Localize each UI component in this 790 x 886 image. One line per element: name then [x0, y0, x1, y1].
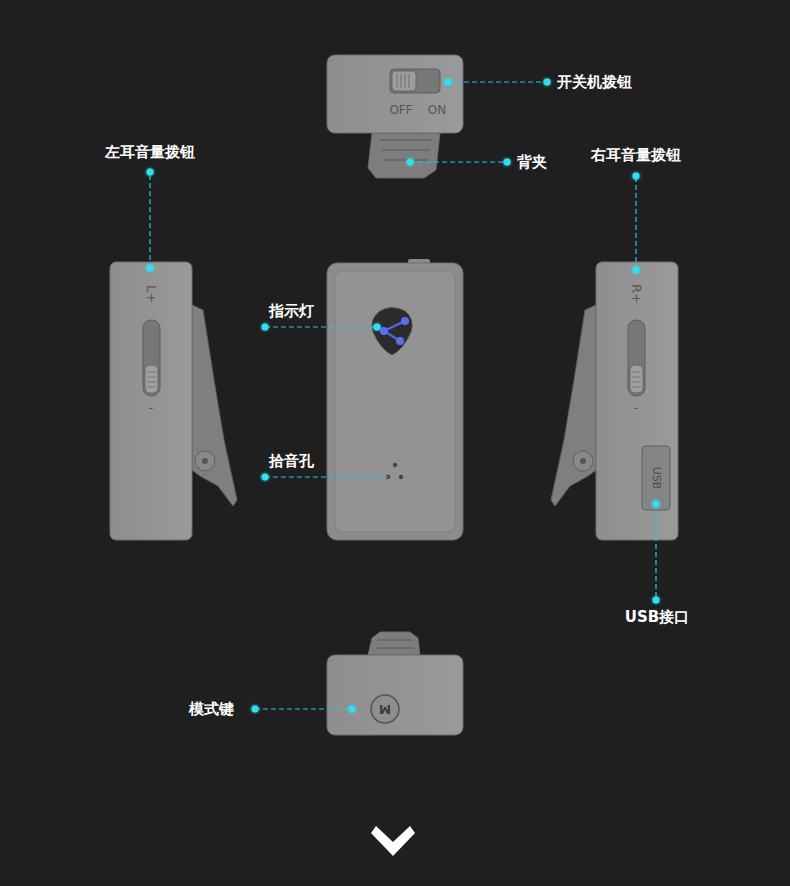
top-view — [327, 55, 463, 178]
volume-slider-knob — [145, 365, 158, 393]
leader-dot — [445, 79, 452, 86]
device-top — [327, 55, 463, 133]
callout-label: USB接口 — [625, 608, 689, 626]
mode-button — [371, 695, 399, 723]
leader-dot — [252, 706, 259, 713]
bottom-view — [327, 632, 463, 735]
indicator-dot — [396, 337, 404, 345]
leader-dot — [504, 159, 511, 166]
side-clip — [551, 305, 596, 506]
indicator-light — [372, 308, 412, 356]
knob-grip — [632, 372, 641, 387]
right-view — [551, 262, 678, 540]
leader-dot — [407, 159, 414, 166]
device-front — [327, 263, 463, 540]
leader-dot — [147, 265, 154, 272]
leader-line — [410, 161, 507, 162]
callout-label: 开关机拨钮 — [557, 73, 632, 91]
switch-marking: ON — [428, 103, 446, 117]
callout-label: 右耳音量拨钮 — [591, 146, 681, 164]
slider-marking: - — [634, 401, 638, 415]
leader-dot — [349, 706, 356, 713]
back-clip — [368, 632, 420, 655]
usb-port — [642, 446, 670, 510]
leader-lines — [150, 82, 656, 709]
port-marking: USB — [649, 467, 662, 490]
leader-line — [655, 504, 656, 600]
leader-dot — [374, 324, 381, 331]
clip-hinge — [573, 451, 593, 471]
scroll-chevron — [371, 826, 415, 856]
leader-dot — [147, 169, 154, 176]
power-switch-slot — [390, 69, 440, 93]
side-clip-group — [551, 305, 596, 506]
leader-dot — [262, 474, 269, 481]
knob-grip — [147, 372, 156, 387]
callout-label: 背夹 — [517, 153, 547, 171]
device-left-side — [110, 262, 192, 540]
slider-marking: R+ — [628, 284, 644, 304]
slider-marking: - — [149, 401, 153, 415]
leader-dot — [653, 501, 660, 508]
leader-dots — [147, 79, 660, 713]
clip-ridges — [376, 640, 414, 648]
callout-label: 模式键 — [189, 700, 234, 718]
volume-slider-slot — [143, 320, 160, 396]
leader-line — [149, 172, 150, 268]
button-marking: M — [379, 702, 391, 716]
callout-label: 左耳音量拨钮 — [105, 143, 195, 161]
back-clip — [368, 133, 440, 178]
clip-hinge — [195, 451, 215, 471]
power-switch-knob — [392, 71, 416, 91]
hinge-pin — [580, 458, 586, 464]
leader-dot — [633, 173, 640, 180]
leader-dot — [653, 597, 660, 604]
indicator-dot — [401, 317, 409, 325]
hinge-pin — [202, 458, 208, 464]
side-clip — [192, 305, 237, 506]
leader-line — [255, 708, 352, 709]
slider-marking: L+ — [143, 285, 159, 303]
volume-slider-knob — [630, 365, 643, 393]
switch-marking: OFF — [389, 103, 412, 117]
knob-grip — [397, 74, 409, 88]
device-right-side — [596, 262, 678, 540]
leader-line — [448, 81, 547, 82]
leader-dot — [262, 324, 269, 331]
volume-slider-slot — [628, 320, 645, 396]
mic-hole — [393, 463, 397, 467]
leader-dot — [633, 267, 640, 274]
leader-line — [635, 176, 636, 270]
indicator-dot — [380, 327, 388, 335]
leader-dot — [544, 79, 551, 86]
leader-line — [265, 476, 388, 477]
device-bottom — [327, 655, 463, 735]
callout-label: 指示灯 — [269, 302, 314, 320]
mic-hole — [399, 475, 403, 479]
leader-line — [265, 326, 377, 327]
left-view — [110, 262, 237, 540]
callout-label: 拾音孔 — [269, 452, 314, 470]
clip-ridges — [380, 140, 432, 160]
front-panel — [335, 271, 455, 532]
front-view — [327, 259, 463, 540]
